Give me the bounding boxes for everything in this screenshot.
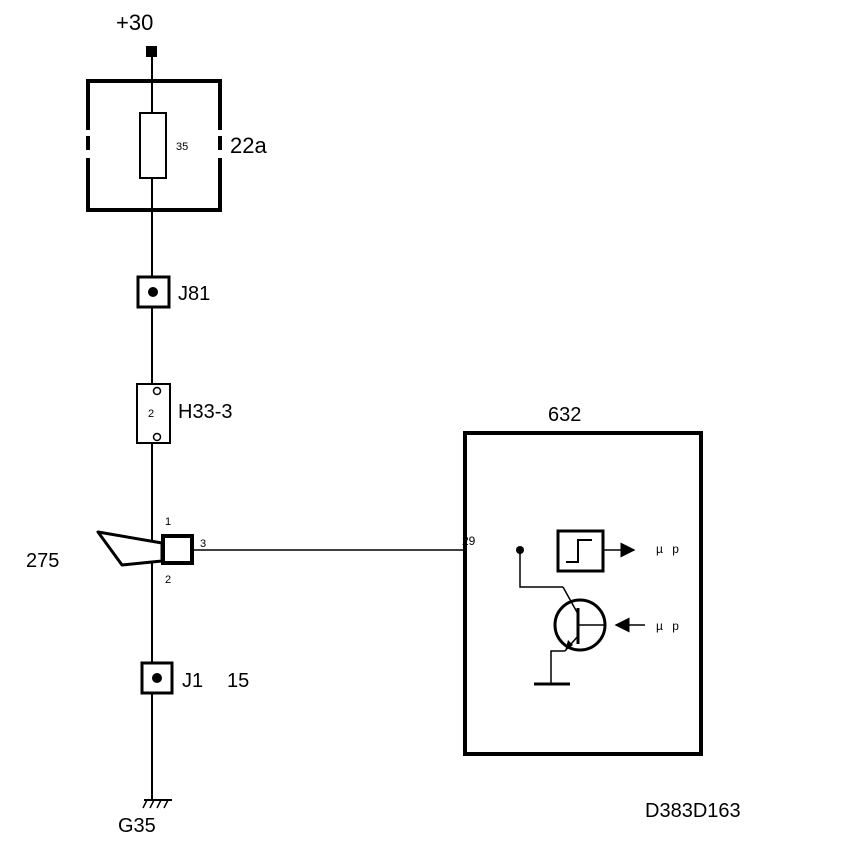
fuse-box-22a bbox=[86, 79, 222, 212]
mu-p-top: µ p bbox=[656, 542, 682, 556]
fuse-value: 35 bbox=[176, 141, 188, 153]
switch-body bbox=[161, 534, 194, 565]
ground-label: G35 bbox=[118, 815, 156, 837]
supply-terminal bbox=[146, 46, 157, 57]
switch-pin-3: 3 bbox=[200, 538, 206, 550]
connector-j81-label: J81 bbox=[178, 283, 210, 305]
fuse-box-label: 22a bbox=[230, 133, 267, 158]
module-632 bbox=[463, 431, 703, 756]
connector-j1-dot bbox=[152, 673, 162, 683]
schmitt-trigger bbox=[556, 529, 605, 573]
transistor bbox=[553, 586, 607, 652]
connector-j1-pin: 15 bbox=[227, 670, 249, 692]
connector-j81-dot bbox=[148, 287, 158, 297]
connector-h33-pin: 2 bbox=[148, 408, 154, 420]
drawing-id: D383D163 bbox=[645, 800, 741, 822]
connector-j1 bbox=[140, 661, 174, 695]
switch-label: 275 bbox=[26, 550, 59, 572]
connector-j1-label: J1 bbox=[182, 670, 203, 692]
module-pin: 29 bbox=[462, 534, 476, 548]
emitter-wire bbox=[550, 650, 565, 683]
connector-h33-pin-top bbox=[152, 386, 162, 396]
connector-h33-pin-bottom bbox=[152, 432, 162, 442]
fuse bbox=[139, 112, 167, 179]
ground-symbol bbox=[142, 799, 172, 809]
connector-h33-3 bbox=[136, 383, 171, 444]
switch-pin-1: 1 bbox=[165, 516, 171, 528]
branch-wire bbox=[519, 550, 563, 588]
module-label: 632 bbox=[548, 404, 581, 426]
connector-j81 bbox=[136, 275, 171, 309]
supply-label: +30 bbox=[116, 10, 153, 35]
mu-p-bottom: µ p bbox=[656, 619, 682, 633]
schmitt-trigger-icon bbox=[566, 539, 592, 563]
connector-h33-label: H33-3 bbox=[178, 401, 232, 423]
switch-pin-2: 2 bbox=[165, 574, 171, 586]
